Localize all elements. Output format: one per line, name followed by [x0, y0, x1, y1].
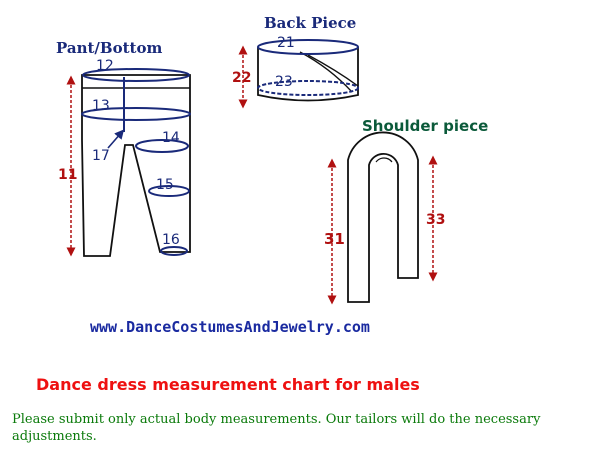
measure-33-label: 33: [426, 212, 445, 228]
waist-measure-ring: [82, 68, 190, 82]
chart-title: Dance dress measurement chart for males: [36, 375, 420, 394]
measure-13-label: 13: [92, 98, 110, 114]
measure-14-label: 14: [162, 130, 180, 146]
measure-23-label: 23: [275, 74, 293, 90]
shoulder-piece-figure: Shoulder piece 31 33: [324, 117, 488, 305]
measure-22-label: 22: [232, 70, 251, 86]
pant-figure: Pant/Bottom 12 13 17 14 15 16: [56, 39, 191, 257]
measure-16-label: 16: [162, 232, 180, 248]
measure-21-label: 21: [277, 35, 295, 51]
back-piece-strap-left: [307, 54, 359, 87]
back-bottom-measure-ring: [257, 80, 359, 96]
back-piece-strap-right: [299, 51, 353, 93]
ankle-measure-ring: [160, 246, 188, 256]
shoulder-inner-fold: [375, 157, 393, 163]
hip-measure-ring: [81, 107, 191, 121]
shoulder-strap-outline: [347, 131, 419, 303]
measure-31-label: 31: [324, 230, 345, 248]
pant-outline: [81, 74, 191, 257]
back-piece-figure: Back Piece 21 23 22: [232, 14, 359, 109]
back-piece-title: Back Piece: [264, 14, 356, 32]
measurement-note: Please submit only actual body measureme…: [12, 412, 541, 444]
measure-15-label: 15: [156, 177, 174, 193]
measure-12-label: 12: [96, 58, 114, 74]
back-top-measure-ring: [257, 39, 359, 55]
thigh-measure-ring: [135, 139, 189, 153]
measure-17-label: 17: [92, 148, 110, 164]
back-piece-outline: [257, 47, 359, 102]
crotch-pointer-arrow: [107, 129, 125, 149]
website-url: www.DanceCostumesAndJewelry.com: [90, 318, 370, 336]
pant-title: Pant/Bottom: [56, 39, 162, 57]
knee-measure-ring: [148, 185, 190, 197]
measure-11-label: 11: [58, 167, 77, 183]
shoulder-piece-title: Shoulder piece: [362, 117, 488, 135]
